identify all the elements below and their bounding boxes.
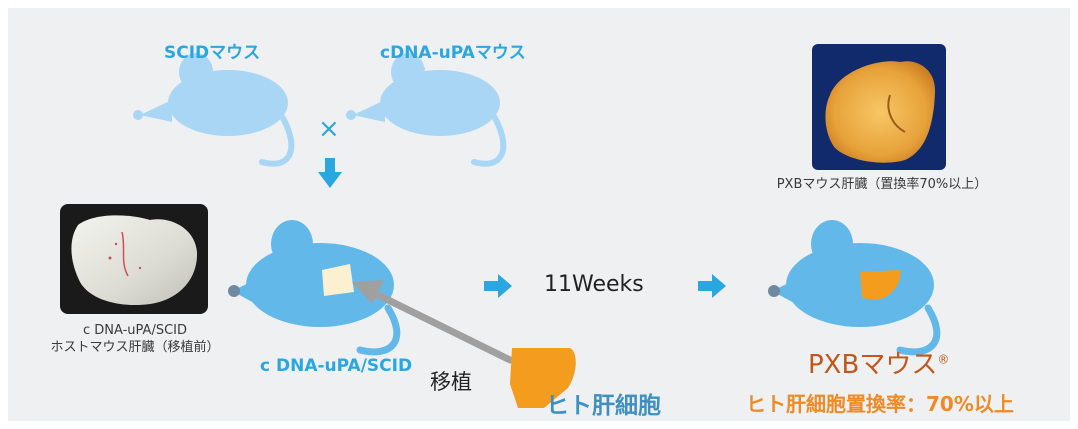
pxb-mouse-name: PXBマウス xyxy=(808,350,938,380)
host-liver-caption-line1: c DNA-uPA/SCID xyxy=(82,323,187,338)
host-liver-caption: c DNA-uPA/SCID ホストマウス肝臓（移植前） xyxy=(46,322,224,356)
host-mouse-label: c DNA-uPA/SCID xyxy=(260,356,413,376)
pxb-mouse-title: PXBマウス® xyxy=(808,344,949,381)
registered-mark: ® xyxy=(937,352,950,367)
right-arrow-icon xyxy=(484,274,512,298)
human-hepatocyte-label: ヒト肝細胞 xyxy=(546,393,661,419)
host-mouse-icon xyxy=(228,220,401,356)
pxb-mouse-icon xyxy=(768,220,941,356)
transplant-label: 移植 xyxy=(430,370,472,394)
down-arrow-icon xyxy=(318,158,342,188)
cdna-upa-mouse-label: cDNA-uPAマウス xyxy=(380,43,526,63)
hepatocyte-shape xyxy=(510,348,576,408)
host-liver-photo xyxy=(60,204,208,314)
host-liver-caption-line2: ホストマウス肝臓（移植前） xyxy=(50,340,220,355)
cross-symbol: × xyxy=(318,114,340,144)
pxb-liver-caption: PXBマウス肝臓（置換率70%以上） xyxy=(776,177,988,192)
cdna-upa-mouse-icon xyxy=(346,53,507,167)
replacement-rate-label: ヒト肝細胞置換率：70%以上 xyxy=(746,392,1014,416)
transplant-arrow-icon xyxy=(352,280,514,364)
pxb-liver-photo xyxy=(812,44,946,170)
scid-mouse-icon xyxy=(133,53,295,167)
duration-label: 11Weeks xyxy=(544,272,644,297)
scid-mouse-label: SCIDマウス xyxy=(164,43,261,63)
right-arrow-icon-2 xyxy=(698,274,726,298)
